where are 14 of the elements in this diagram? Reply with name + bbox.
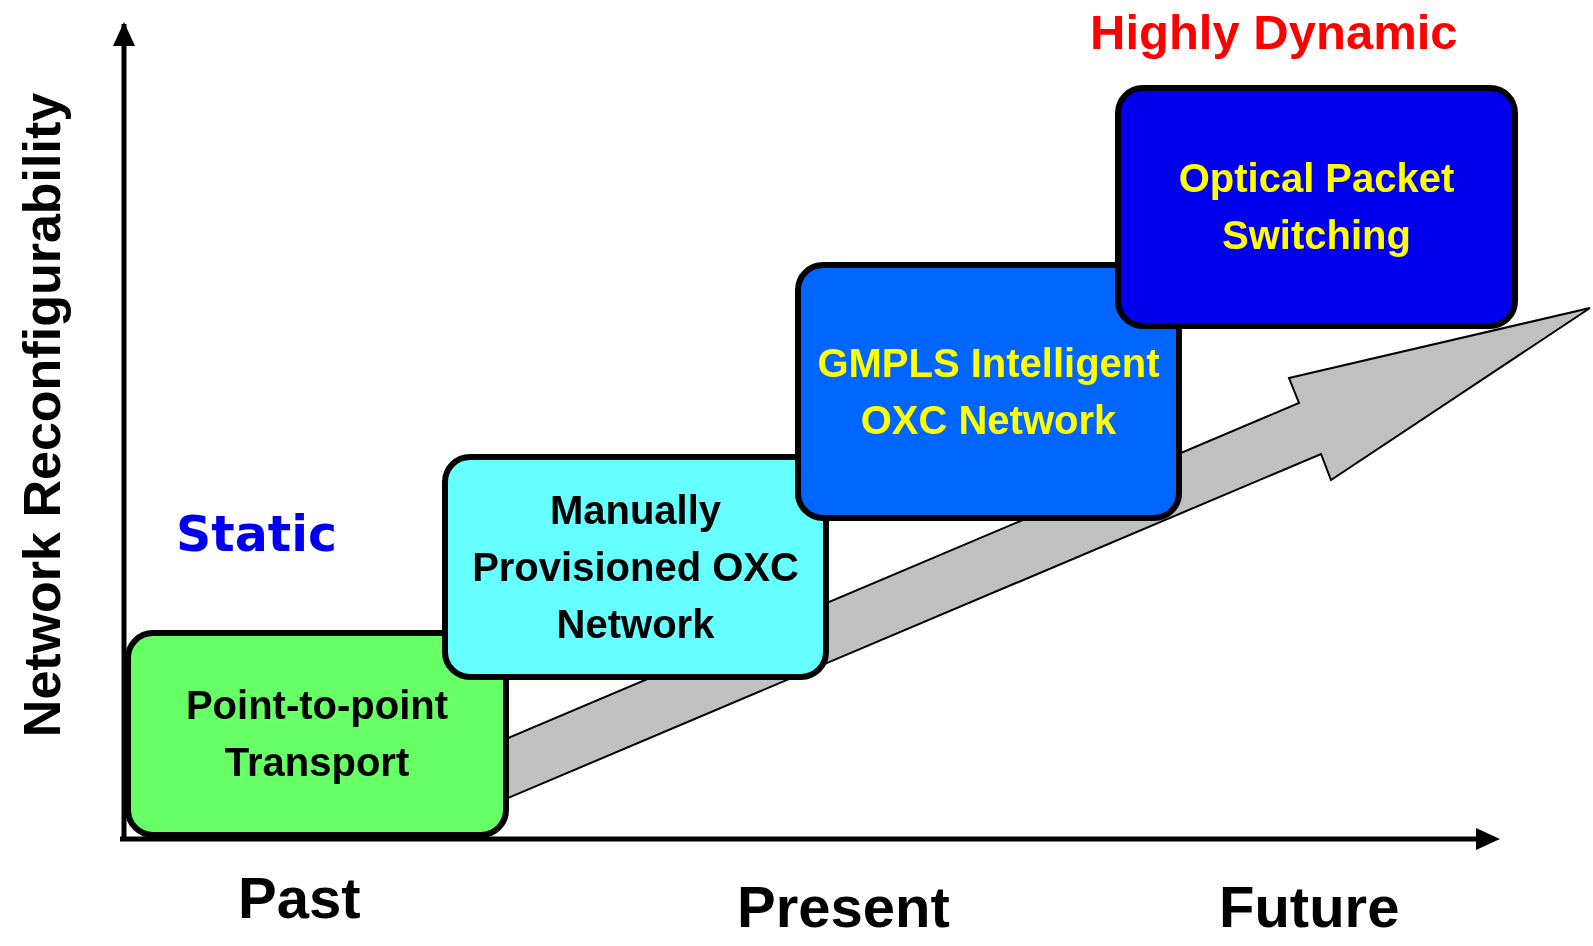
stage-box — [1115, 85, 1518, 329]
stage-label: Optical Packet Switching — [1177, 155, 1456, 259]
axis-tick-label: Present — [737, 873, 950, 940]
stage-label: Manually Provisioned OXC Network — [471, 486, 800, 648]
end-label: Highly Dynamic — [1090, 4, 1458, 60]
stage-box — [795, 262, 1182, 521]
stage-label: Point-to-point Transport — [184, 682, 450, 786]
axis-tick-label: Past — [238, 864, 361, 931]
stage-label: GMPLS Intelligent OXC Network — [816, 339, 1161, 444]
axis-title: Network Reconfigurability — [12, 92, 73, 738]
stage-box — [125, 630, 509, 838]
axis-tick-label: Future — [1219, 873, 1400, 940]
start-label: Static — [176, 506, 338, 563]
stage-box — [442, 454, 829, 680]
